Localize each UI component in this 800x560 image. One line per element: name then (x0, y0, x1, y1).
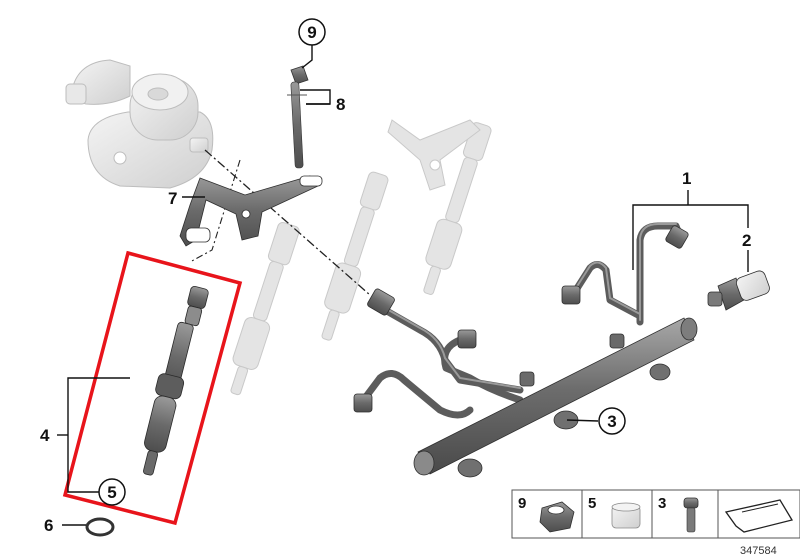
injector-bracket (179, 175, 323, 247)
callout-9-label: 9 (307, 23, 316, 42)
bolt-part (287, 65, 309, 169)
fuel-lines-highlight (384, 223, 677, 389)
callout-7-label: 7 (168, 189, 177, 208)
reference-number: 347584 (740, 545, 777, 557)
legend-item-sleeve: 5 (588, 495, 641, 529)
direction-arrow-icon (724, 499, 794, 533)
callout-1: 1 (682, 169, 691, 188)
sealing-ring (85, 517, 115, 537)
callout-3-label: 3 (607, 412, 616, 431)
fuel-injector-highlighted (143, 286, 209, 476)
parts-legend: 9 5 3 (511, 489, 800, 539)
callout-2-label: 2 (742, 231, 751, 250)
leader-lines (57, 45, 749, 526)
legend-item-arrow (724, 499, 794, 533)
screw-icon (683, 497, 699, 509)
legend-label-3: 3 (658, 495, 666, 512)
pressure-sensor (707, 270, 770, 311)
callout-1-label: 1 (682, 169, 691, 188)
alignment-line (204, 149, 371, 296)
callout-8-label: 8 (336, 95, 345, 114)
callout-2: 2 (742, 231, 751, 250)
ghost-injectors (230, 119, 492, 396)
callout-8: 8 (336, 95, 345, 114)
callout-9: 9 (298, 18, 326, 46)
legend-item-nut: 9 (518, 495, 575, 533)
fuel-rail (413, 317, 698, 478)
callout-4-label: 4 (40, 426, 50, 445)
legend-label-5: 5 (588, 495, 596, 512)
fuel-lines (358, 222, 684, 419)
callout-7: 7 (168, 189, 177, 208)
callout-5-label: 5 (107, 483, 116, 502)
callout-6-label: 6 (44, 516, 53, 535)
line-fittings (353, 225, 689, 413)
legend-item-screw: 3 (658, 495, 699, 533)
callout-6: 6 (44, 516, 53, 535)
legend-label-9: 9 (518, 495, 526, 512)
callout-3: 3 (598, 407, 626, 435)
highlight-frame (62, 250, 243, 526)
high-pressure-pump (65, 59, 214, 189)
callout-5: 5 (98, 478, 126, 506)
callout-4: 4 (40, 426, 50, 445)
